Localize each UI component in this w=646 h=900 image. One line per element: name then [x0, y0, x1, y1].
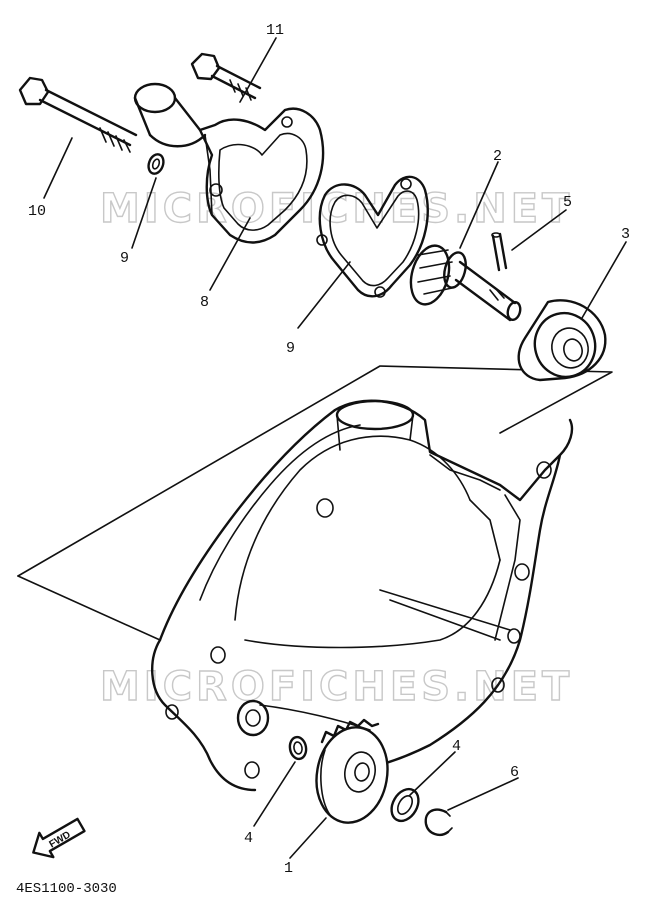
diagram-code: 4ES1100-3030	[16, 881, 117, 897]
washer-small	[147, 153, 165, 175]
pump-gasket	[316, 175, 429, 298]
callout-10: 10	[28, 203, 46, 220]
washer-right	[390, 787, 420, 823]
callout-3: 3	[621, 226, 630, 243]
watermark-bottom: MICROFICHES.NET	[100, 664, 573, 710]
bearing	[517, 299, 607, 382]
callout-6: 6	[510, 764, 519, 781]
dowel-pin	[491, 232, 508, 272]
circlip	[424, 808, 453, 836]
callout-4-left: 4	[244, 830, 253, 847]
crankcase-cover	[151, 399, 574, 792]
callout-labels: 11 10 9 8 9 2 5 3 4 6 4 1	[28, 22, 630, 877]
watermark-top: MICROFICHES.NET	[100, 186, 573, 232]
callout-11: 11	[266, 22, 284, 39]
pump-housing	[133, 82, 325, 244]
callout-9: 9	[120, 250, 129, 267]
callout-4-right: 4	[452, 738, 461, 755]
callout-2: 2	[493, 148, 502, 165]
impeller-shaft	[409, 244, 522, 322]
bolt-short	[190, 52, 262, 101]
callout-8: 9	[286, 340, 295, 357]
drive-gear	[315, 718, 389, 824]
callout-7: 8	[200, 294, 209, 311]
callout-5: 5	[563, 194, 572, 211]
washer-left	[288, 735, 308, 761]
projection-lines	[17, 365, 613, 641]
fwd-arrow: FWD	[32, 817, 86, 859]
callout-1: 1	[284, 860, 293, 877]
fwd-label: FWD	[47, 830, 72, 851]
bolt-long	[18, 76, 138, 153]
leader-lines	[43, 37, 627, 859]
